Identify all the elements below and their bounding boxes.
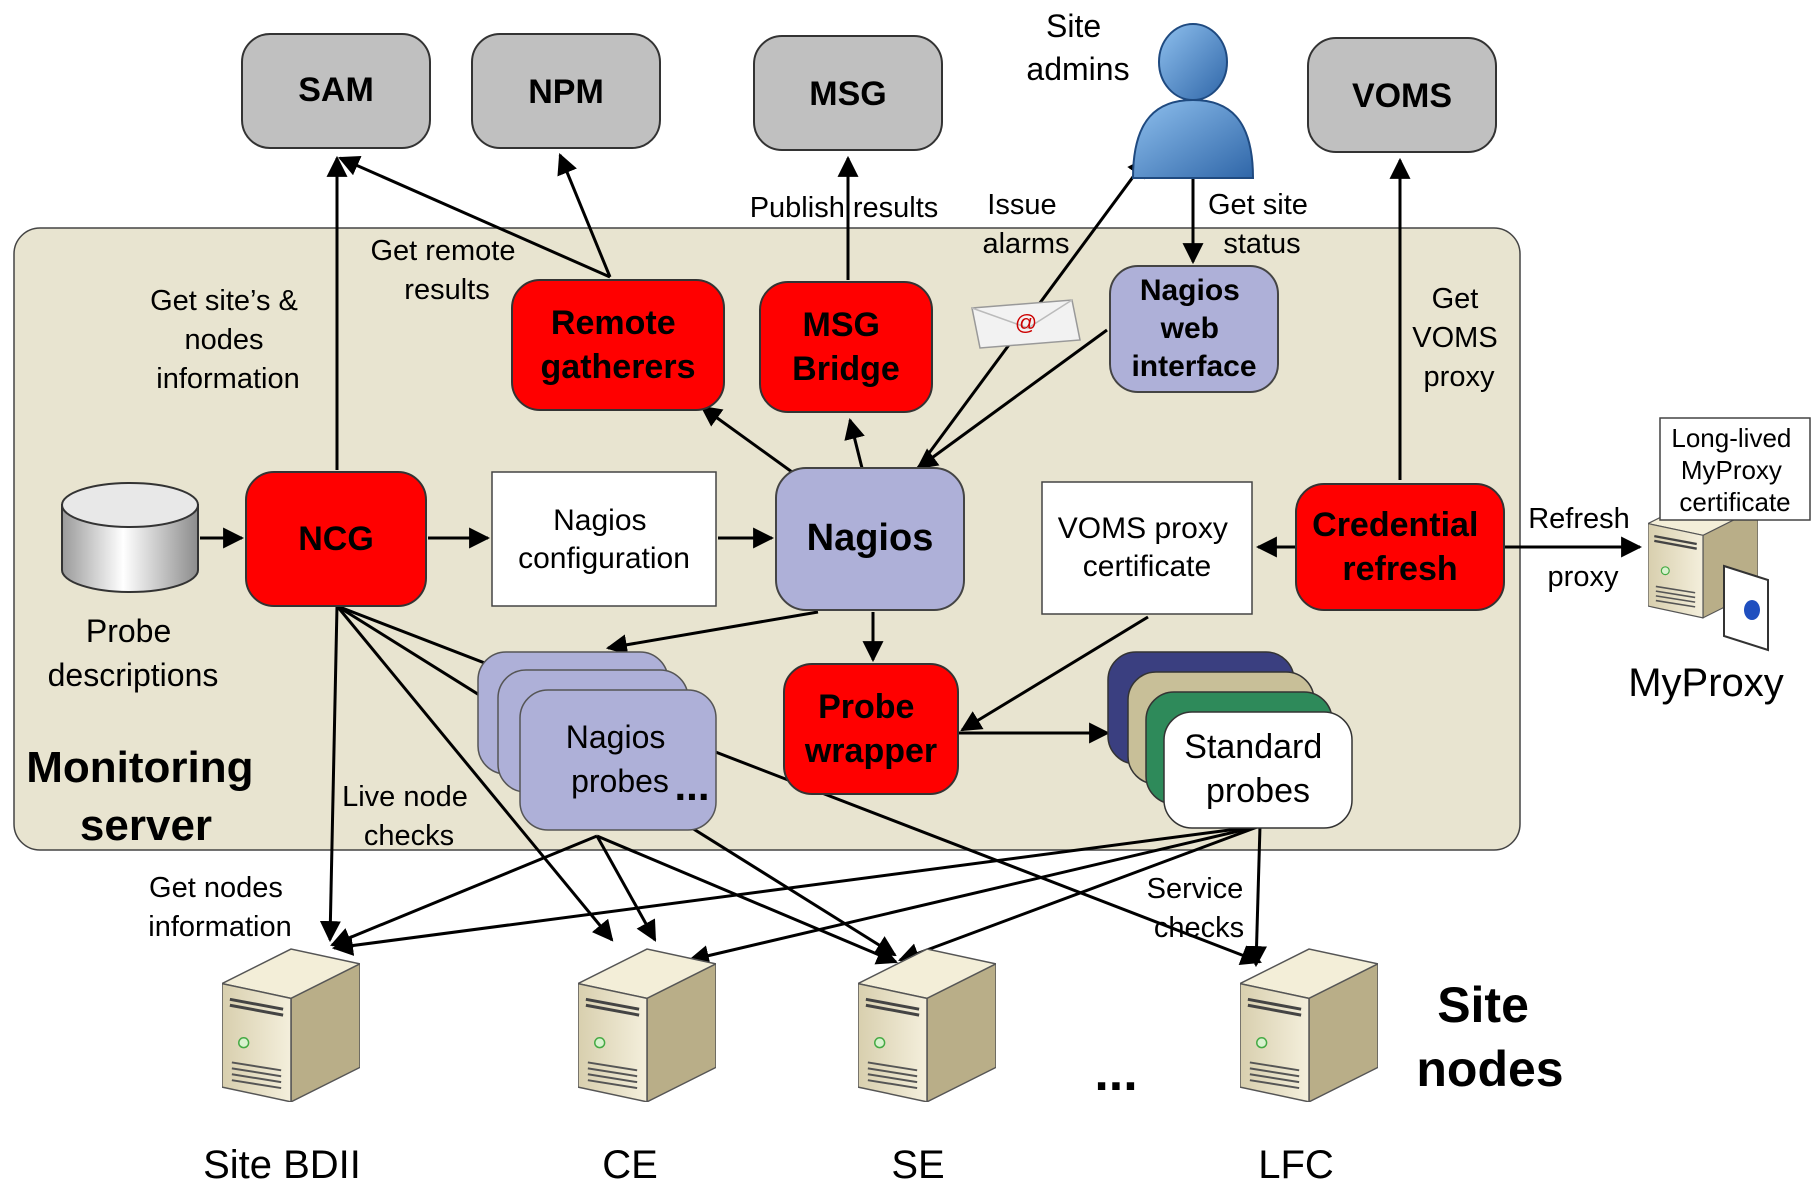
nagios-web-interface-component: Nagios web interface bbox=[1109, 265, 1279, 393]
get-remote-results-label: Get remote results bbox=[370, 235, 523, 306]
service-checks-label: Service checks bbox=[1147, 873, 1252, 944]
sam-label: SAM bbox=[298, 71, 374, 109]
sam-service: SAM bbox=[241, 33, 431, 149]
ncg-label: NCG bbox=[298, 520, 374, 558]
site-nodes-ellipsis: ... bbox=[1094, 1044, 1137, 1102]
remote-gatherers-component: Remote gatherers bbox=[511, 279, 725, 411]
nagios-probes-ellipsis: ... bbox=[674, 762, 709, 809]
email-envelope-icon: @ bbox=[971, 299, 1081, 349]
probe-wrapper-label: Probe wrapper bbox=[804, 688, 937, 770]
myproxy-certificate-note: Long-lived MyProxy certificate bbox=[1659, 417, 1811, 521]
site-node-label: CE bbox=[602, 1143, 658, 1184]
site-bdii-server-icon bbox=[222, 947, 360, 1102]
credential-refresh-component: Credential refresh bbox=[1295, 483, 1505, 611]
nagios-probes-label: Nagios probes bbox=[566, 719, 675, 799]
ncg-component: NCG bbox=[245, 471, 427, 607]
nagios-label: Nagios bbox=[807, 517, 934, 559]
nagios-probes-stack: Nagios probes ... bbox=[477, 651, 717, 831]
nagios-configuration-box: Nagios configuration bbox=[491, 471, 717, 607]
probe-descriptions-label: Probe descriptions bbox=[48, 613, 219, 693]
se-server-icon bbox=[858, 947, 996, 1102]
get-voms-proxy-label: Get VOMS proxy bbox=[1412, 283, 1505, 393]
site-nodes-label: Site nodes bbox=[1416, 977, 1563, 1097]
npm-service: NPM bbox=[471, 33, 661, 149]
voms-service: VOMS bbox=[1307, 37, 1497, 153]
ce-server-icon bbox=[578, 947, 716, 1102]
get-site-info-label: Get site’s & nodes information bbox=[150, 285, 306, 395]
remote-gatherers-label: Remote gatherers bbox=[541, 304, 696, 386]
probe-wrapper-component: Probe wrapper bbox=[783, 663, 959, 795]
site-node-label: SE bbox=[891, 1143, 944, 1184]
site-admins-person-icon bbox=[1131, 23, 1255, 179]
email-at-symbol: @ bbox=[1015, 310, 1037, 335]
myproxy-label: MyProxy bbox=[1628, 661, 1784, 705]
msg-label: MSG bbox=[809, 75, 886, 113]
probe-descriptions-database-icon bbox=[61, 482, 199, 593]
nagios-configuration-label: Nagios configuration bbox=[518, 504, 690, 575]
get-nodes-information-label: Get nodes information bbox=[148, 872, 291, 943]
site-node-label: LFC bbox=[1258, 1143, 1334, 1184]
msg-bridge-label: MSG Bridge bbox=[792, 306, 900, 388]
refresh-proxy-label: Refresh proxy bbox=[1528, 503, 1638, 593]
issue-alarms-label: Issue alarms bbox=[982, 189, 1069, 260]
site-admins-label: Site admins bbox=[1026, 8, 1129, 87]
nagios-component: Nagios bbox=[775, 467, 965, 611]
msg-service: MSG bbox=[753, 35, 943, 151]
monitoring-server-label: Monitoring server bbox=[26, 743, 266, 850]
voms-proxy-certificate-label: VOMS proxy certificate bbox=[1058, 512, 1236, 583]
lfc-server-icon bbox=[1240, 947, 1378, 1102]
myproxy-server bbox=[1648, 494, 1769, 652]
standard-probes-label: Standard probes bbox=[1184, 728, 1331, 810]
live-node-checks-label: Live node checks bbox=[342, 781, 476, 852]
get-site-status-label: Get site status bbox=[1208, 189, 1316, 260]
nagios-web-interface-label: Nagios web interface bbox=[1131, 274, 1256, 383]
credential-refresh-label: Credential refresh bbox=[1312, 506, 1488, 588]
voms-label: VOMS bbox=[1352, 77, 1452, 115]
standard-probes-stack: Standard probes bbox=[1107, 651, 1353, 829]
npm-label: NPM bbox=[528, 73, 604, 111]
msg-bridge-component: MSG Bridge bbox=[759, 281, 933, 413]
publish-results-label: Publish results bbox=[750, 192, 939, 224]
site-node-label: Site BDII bbox=[203, 1143, 361, 1184]
voms-proxy-certificate-box: VOMS proxy certificate bbox=[1041, 481, 1253, 615]
myproxy-certificate-label: Long-lived MyProxy certificate bbox=[1671, 423, 1798, 517]
